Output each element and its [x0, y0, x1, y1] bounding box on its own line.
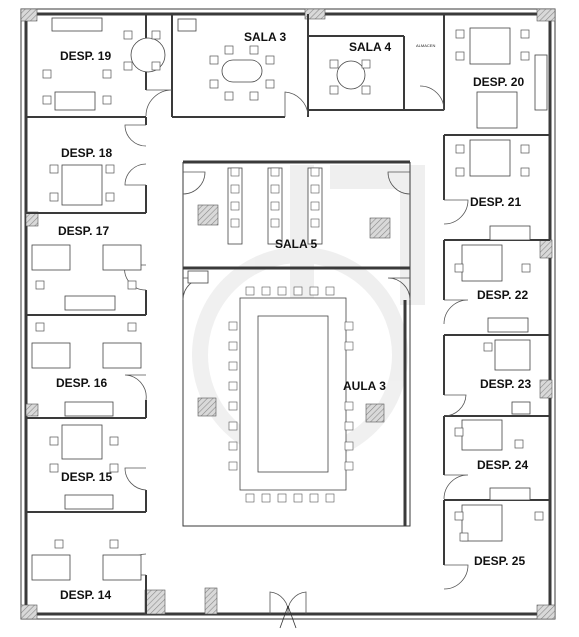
label-sala-4: SALA 4 — [349, 40, 392, 54]
label-desp-18: DESP. 18 — [61, 146, 112, 160]
label-desp-24: DESP. 24 — [477, 458, 528, 472]
label-desp-25: DESP. 25 — [474, 554, 525, 568]
label-sala-5: SALA 5 — [275, 237, 318, 251]
label-desp-19: DESP. 19 — [60, 49, 111, 63]
furniture-chairs — [35, 29, 544, 549]
label-desp-20: DESP. 20 — [473, 75, 524, 89]
label-desp-17: DESP. 17 — [58, 224, 109, 238]
label-almacen: ALMACEN — [416, 43, 435, 48]
label-aula-3: AULA 3 — [343, 379, 386, 393]
label-desp-16: DESP. 16 — [56, 376, 107, 390]
label-sala-3: SALA 3 — [244, 30, 287, 44]
aula-chairs — [228, 167, 354, 503]
label-desp-14: DESP. 14 — [60, 588, 111, 602]
label-desp-23: DESP. 23 — [480, 377, 531, 391]
room-labels: DESP. 19 SALA 3 SALA 4 ALMACEN DESP. 20 … — [56, 30, 531, 602]
label-desp-21: DESP. 21 — [470, 195, 521, 209]
label-desp-15: DESP. 15 — [61, 470, 112, 484]
structural-columns — [20, 8, 556, 620]
label-desp-22: DESP. 22 — [477, 288, 528, 302]
entrance-arrow — [279, 605, 297, 629]
